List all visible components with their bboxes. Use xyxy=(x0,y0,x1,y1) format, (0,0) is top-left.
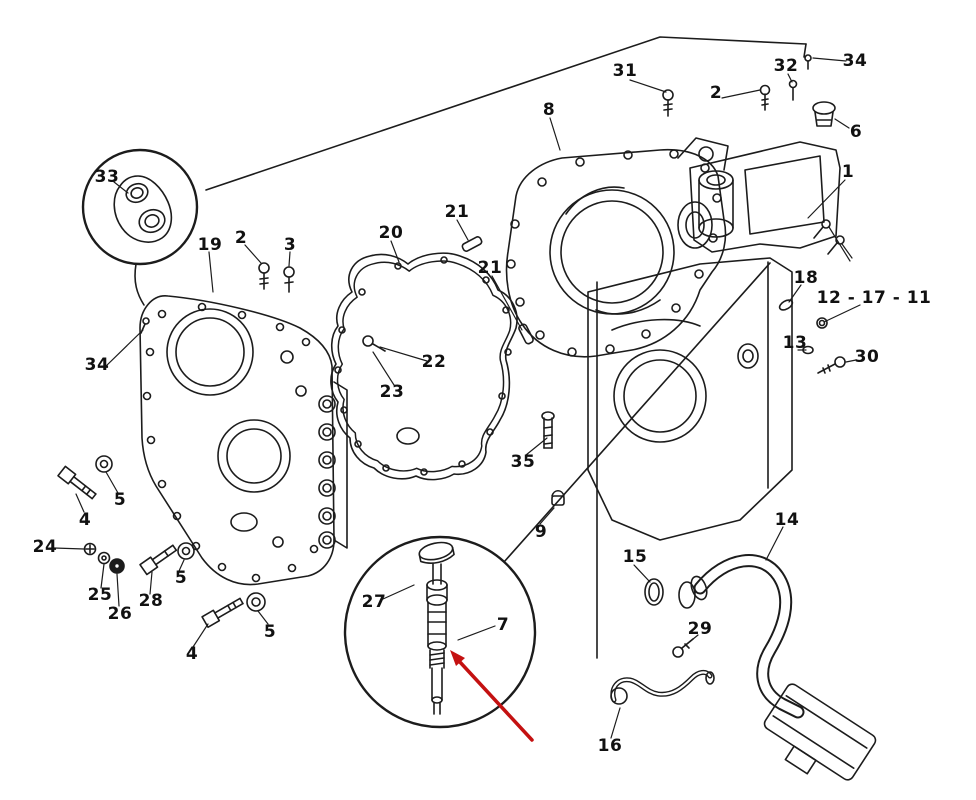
part-label-3: 3 xyxy=(283,235,297,255)
gasket xyxy=(330,252,518,481)
part-label-20: 20 xyxy=(378,223,404,243)
front-cover-plate xyxy=(139,295,348,586)
part-label-9: 9 xyxy=(534,522,548,542)
part-label-21-lower: 21 xyxy=(477,258,503,278)
part-label-28: 28 xyxy=(138,591,164,611)
part-label-33: 33 xyxy=(94,167,120,187)
part-label-4-b: 4 xyxy=(185,644,199,664)
part-label-22: 22 xyxy=(421,352,447,372)
part-label-14: 14 xyxy=(774,510,800,530)
part-label-21-upper: 21 xyxy=(444,202,470,222)
leader-lines xyxy=(53,57,861,739)
part-label-34-top: 34 xyxy=(842,51,868,71)
part-label-25: 25 xyxy=(87,585,113,605)
part-label-19: 19 xyxy=(197,235,223,255)
part-label-16: 16 xyxy=(597,736,623,756)
part-label-1: 1 xyxy=(841,162,855,182)
fasteners xyxy=(57,54,846,658)
inset-filler-tube-detail xyxy=(343,535,537,729)
part-label-12-17-11: 12 - 17 - 11 xyxy=(816,288,932,308)
part-label-2-top: 2 xyxy=(709,83,723,103)
part-label-24: 24 xyxy=(32,537,58,557)
part-label-5-b: 5 xyxy=(174,568,188,588)
part-label-35: 35 xyxy=(510,452,536,472)
part-label-2-left: 2 xyxy=(234,228,248,248)
suction-tube-assembly xyxy=(610,554,877,781)
part-label-18: 18 xyxy=(793,268,819,288)
part-label-13: 13 xyxy=(782,333,808,353)
part-label-34-left: 34 xyxy=(84,355,110,375)
part-label-7: 7 xyxy=(496,615,510,635)
part-label-23: 23 xyxy=(379,382,405,402)
part-label-5-a: 5 xyxy=(113,490,127,510)
part-label-6: 6 xyxy=(849,122,863,142)
part-label-15: 15 xyxy=(622,547,648,567)
part-label-8: 8 xyxy=(542,100,556,120)
part-label-30: 30 xyxy=(854,347,880,367)
part-label-5-c: 5 xyxy=(263,622,277,642)
part-label-26: 26 xyxy=(107,604,133,624)
part-label-27: 27 xyxy=(361,592,387,612)
inset-retainer-detail xyxy=(81,148,199,266)
transmission-case xyxy=(587,141,841,541)
part-label-31: 31 xyxy=(612,61,638,81)
part-label-4-a: 4 xyxy=(78,510,92,530)
part-label-29: 29 xyxy=(687,619,713,639)
callout-lines xyxy=(134,36,807,659)
highlight-arrow xyxy=(450,650,534,742)
part-label-32-top: 32 xyxy=(773,56,799,76)
